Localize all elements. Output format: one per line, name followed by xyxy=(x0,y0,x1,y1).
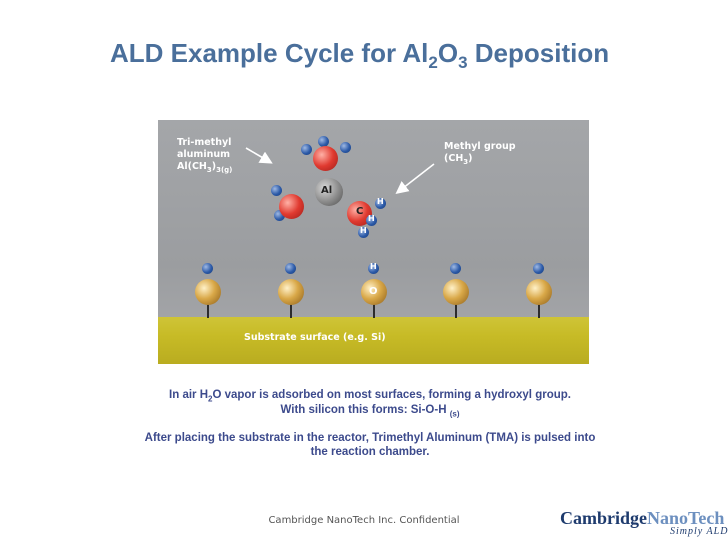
carbon-atom xyxy=(313,146,338,171)
hydrogen-label: H xyxy=(370,262,377,271)
methyl-label-line1: Methyl group xyxy=(444,141,516,152)
hydrogen-atom xyxy=(366,215,377,226)
methyl-label-line2: (CH3) xyxy=(444,153,473,166)
hydrogen-atom xyxy=(285,263,296,274)
tma-label-line1: Tri-methyl xyxy=(177,137,232,148)
title-suffix: Deposition xyxy=(467,38,610,68)
methyl-label: Methyl group (CH3) xyxy=(444,141,516,168)
hydrogen-atom xyxy=(358,227,369,238)
body-line-4: the reaction chamber. xyxy=(310,446,430,458)
ald-diagram: H O Al C H H H Tri-methyl aluminum Al(CH… xyxy=(158,120,589,364)
substrate-surface xyxy=(158,317,589,364)
surface-bond xyxy=(538,298,540,318)
hydrogen-label: H xyxy=(360,226,367,235)
hydrogen-atom xyxy=(202,263,213,274)
tma-label-line3: Al(CH3)3(g) xyxy=(177,161,233,174)
oxygen-atom xyxy=(195,279,221,305)
hydrogen-atom xyxy=(271,185,282,196)
annotation-arrows xyxy=(245,147,435,194)
hydrogen-atom xyxy=(375,198,386,209)
hydrogen-atom xyxy=(533,263,544,274)
hydrogen-label: H xyxy=(368,214,375,223)
hydrogen-atom xyxy=(318,136,329,147)
surface-bond xyxy=(455,298,457,318)
hydrogen-atom xyxy=(301,144,312,155)
oxygen-label: O xyxy=(369,286,378,297)
company-logo: CambridgeNanoTech Simply ALD xyxy=(560,508,727,537)
oxygen-atom xyxy=(278,279,304,305)
substrate-label: Substrate surface (e.g. Si) xyxy=(244,332,386,343)
tma-label-line2: aluminum xyxy=(177,149,231,160)
logo-tagline: Simply ALD xyxy=(670,526,728,537)
surface-bond xyxy=(207,298,209,318)
hydrogen-atom xyxy=(368,263,379,274)
surface-bond xyxy=(373,298,375,318)
hydrogen-label: H xyxy=(377,197,384,206)
surface-bond xyxy=(290,298,292,318)
tma-arrow xyxy=(245,147,273,164)
carbon-atom xyxy=(279,194,304,219)
title-prefix: ALD Example Cycle for Al xyxy=(110,38,429,68)
title-sub-2: 2 xyxy=(428,53,438,73)
oxygen-atom xyxy=(443,279,469,305)
title-sub-3: 3 xyxy=(458,53,468,73)
tma-label: Tri-methyl aluminum Al(CH3)3(g) xyxy=(177,137,232,176)
body-line-2: With silicon this forms: Si-O-H (s) xyxy=(280,404,460,419)
body-line-3: After placing the substrate in the react… xyxy=(144,432,596,444)
oxygen-atom xyxy=(361,279,387,305)
body-line-1: In air H2O vapor is adsorbed on most sur… xyxy=(169,389,571,404)
hydrogen-atom xyxy=(274,210,285,221)
hydrogen-atom xyxy=(450,263,461,274)
footer-confidential: Cambridge NanoTech Inc. Confidential xyxy=(268,515,460,526)
logo-wordmark: CambridgeNanoTech xyxy=(560,508,725,528)
oxygen-atom xyxy=(526,279,552,305)
title-mid: O xyxy=(437,38,459,68)
slide-title: ALD Example Cycle for Al2O3 Deposition xyxy=(110,38,609,73)
carbon-label: C xyxy=(356,206,364,217)
aluminum-label: Al xyxy=(321,185,333,196)
aluminum-atom xyxy=(315,178,343,206)
methyl-arrow xyxy=(395,163,435,194)
hydrogen-atom xyxy=(340,142,351,153)
